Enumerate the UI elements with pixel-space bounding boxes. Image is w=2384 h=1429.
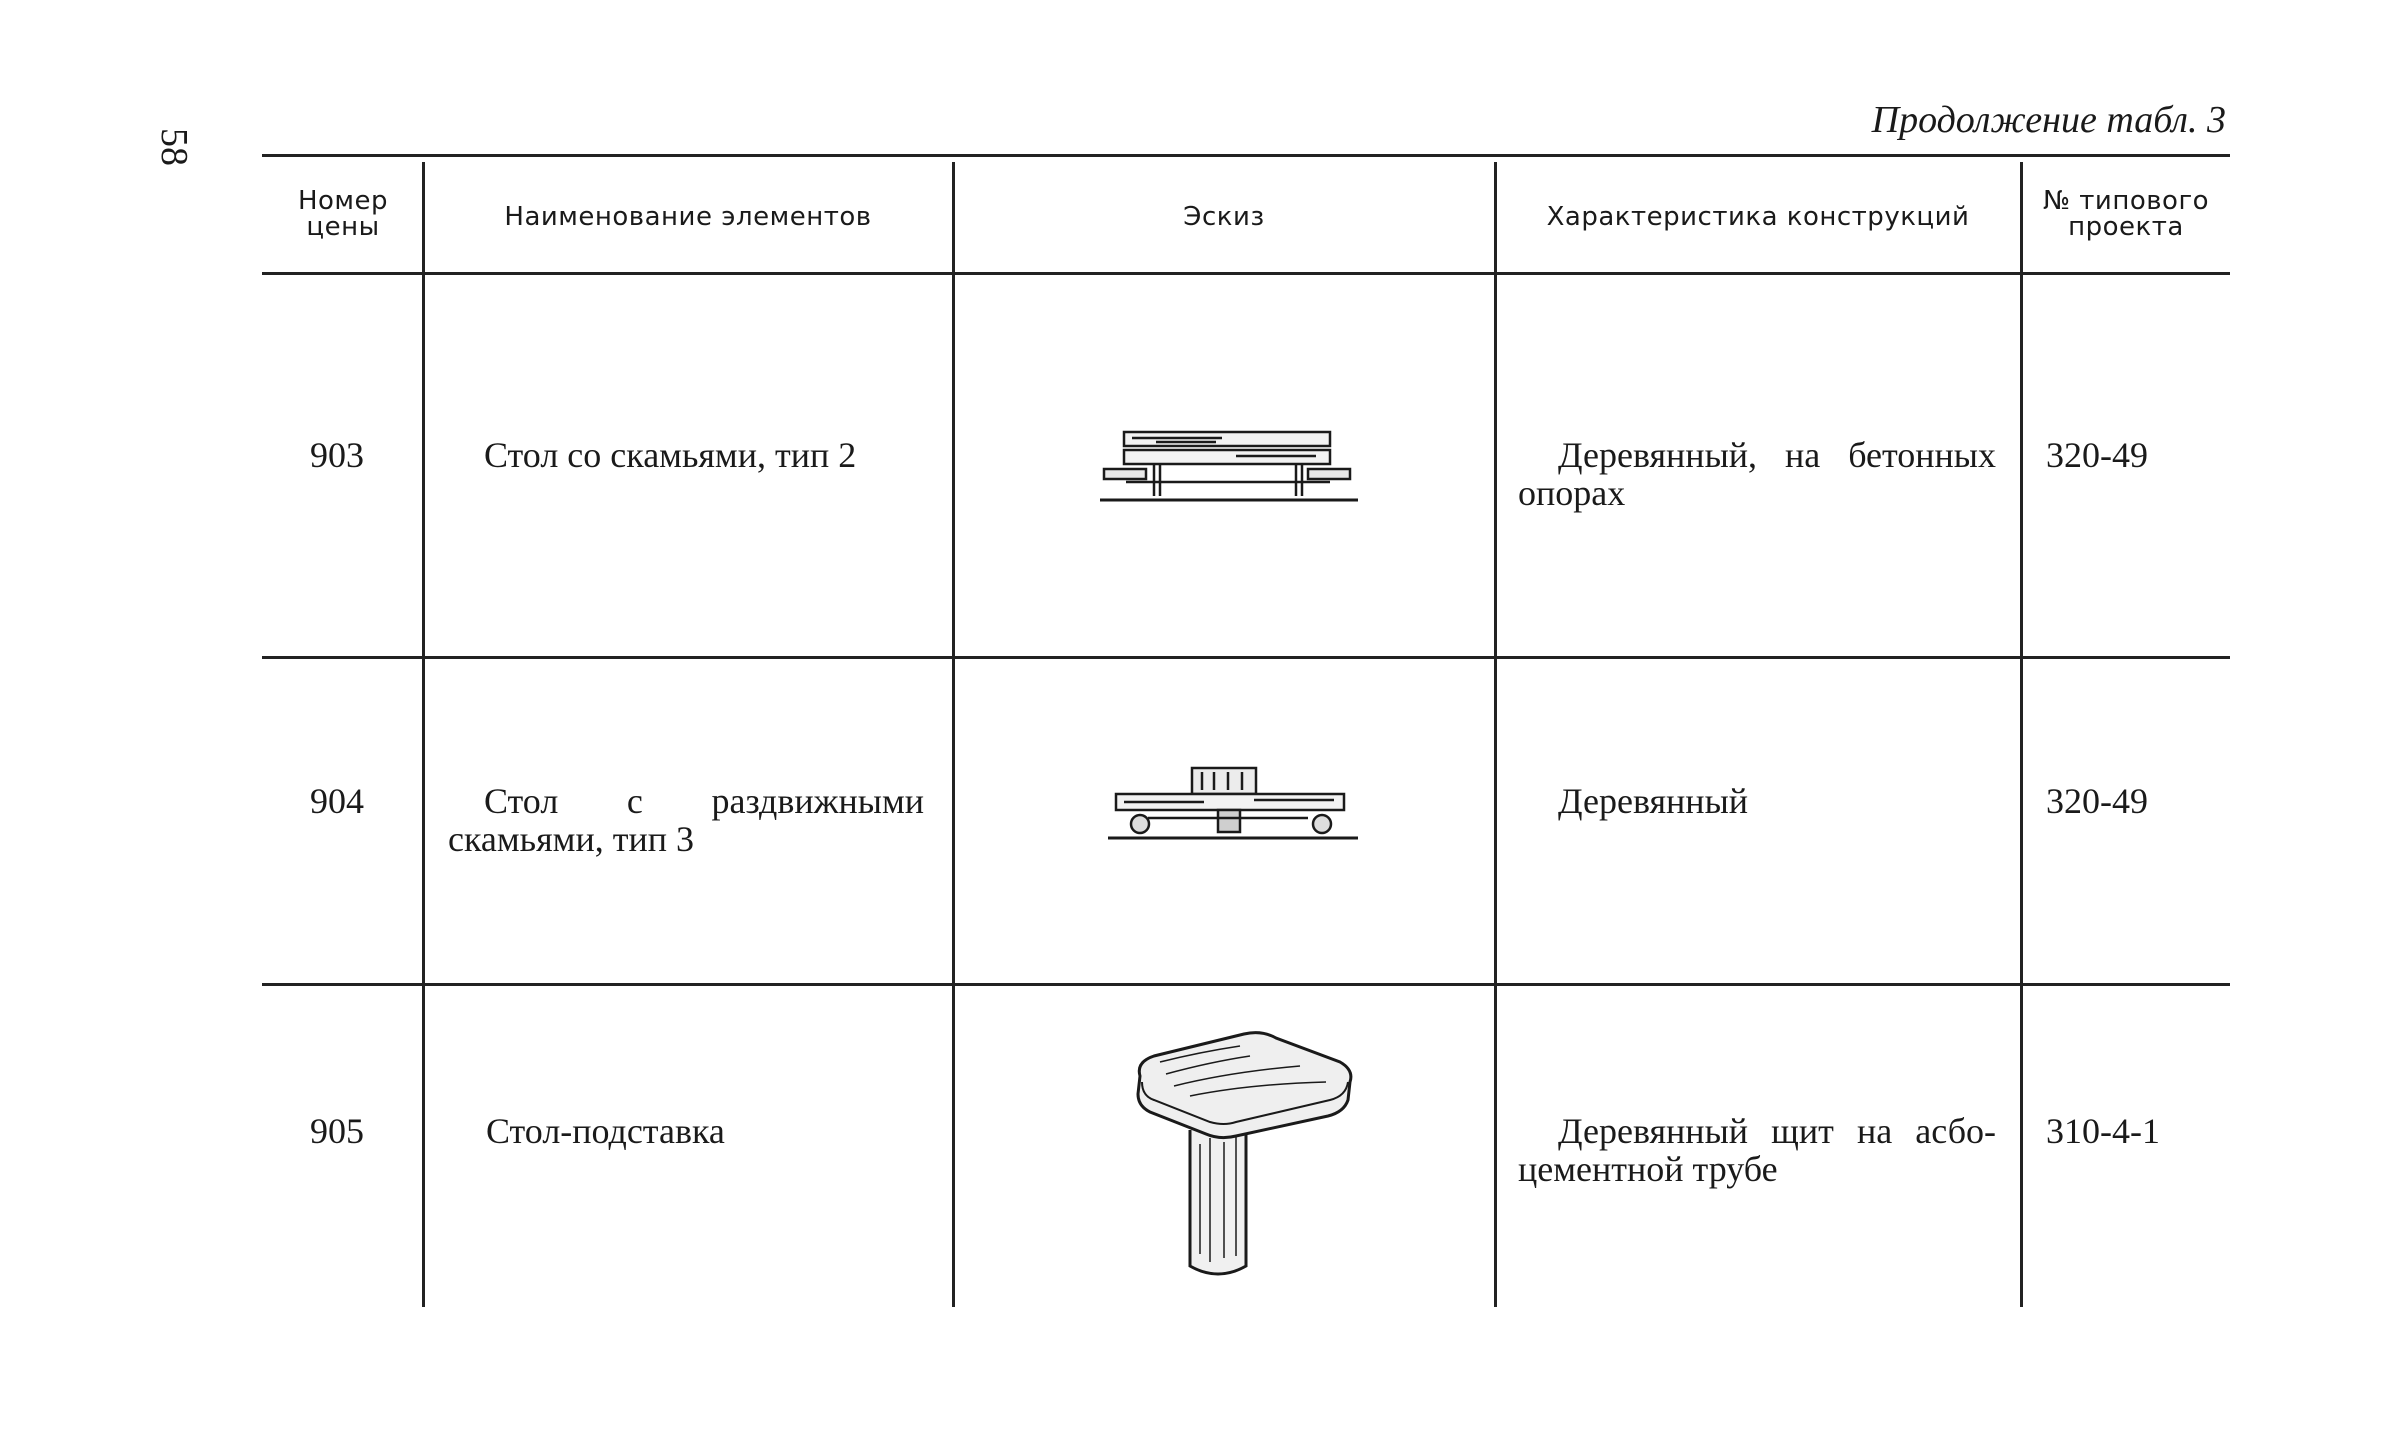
header-line: цены — [306, 212, 380, 242]
element-name: Стол со скамьями, тип 2 — [484, 435, 857, 475]
header-line: Наименование элементов — [504, 202, 872, 232]
row-divider — [262, 983, 2230, 986]
column-divider — [1494, 162, 1497, 1307]
header-line: Характеристика конструкций — [1546, 202, 1970, 232]
table-continuation-label: Продолжение табл. 3 — [1871, 99, 2226, 141]
project-number: 320-49 — [2046, 435, 2148, 475]
page-number: 58 — [153, 128, 195, 166]
table-with-sliding-benches-icon — [1108, 766, 1358, 840]
construction-characteristic: Деревянный щит на асбо-цементной трубе — [1518, 1111, 1996, 1189]
column-divider — [2020, 162, 2023, 1307]
construction-characteristic: Деревянный — [1558, 781, 1749, 821]
project-number: 310-4-1 — [2046, 1111, 2160, 1151]
column-header-sketch: Эскиз — [958, 204, 1490, 230]
price-number: 904 — [310, 781, 364, 821]
stand-table-icon — [1136, 1031, 1353, 1276]
header-line: проекта — [2068, 212, 2184, 242]
price-number: 903 — [310, 435, 364, 475]
column-header-price-number: Номер цены — [268, 188, 418, 240]
project-number: 320-49 — [2046, 781, 2148, 821]
price-number: 905 — [310, 1111, 364, 1151]
column-divider — [422, 162, 425, 1307]
header-line: Номер — [297, 186, 389, 216]
header-line: № типового — [2042, 186, 2210, 216]
column-header-project-number: № типового проекта — [2026, 188, 2226, 240]
column-header-element-name: Наименование элементов — [428, 204, 948, 230]
row-divider — [262, 656, 2230, 659]
header-line: Эскиз — [1183, 202, 1265, 232]
header-bottom-rule — [262, 272, 2230, 275]
table-with-benches-icon — [1100, 430, 1358, 502]
column-divider — [952, 162, 955, 1307]
element-name: Стол с раздвижными скамьями, тип 3 — [448, 781, 924, 859]
element-name: Стол-подставка — [486, 1111, 725, 1151]
construction-characteristic: Деревянный, на бетонных опорах — [1518, 435, 1996, 513]
table-top-rule — [262, 154, 2230, 157]
column-header-characteristic: Характеристика конструкций — [1500, 204, 2016, 230]
